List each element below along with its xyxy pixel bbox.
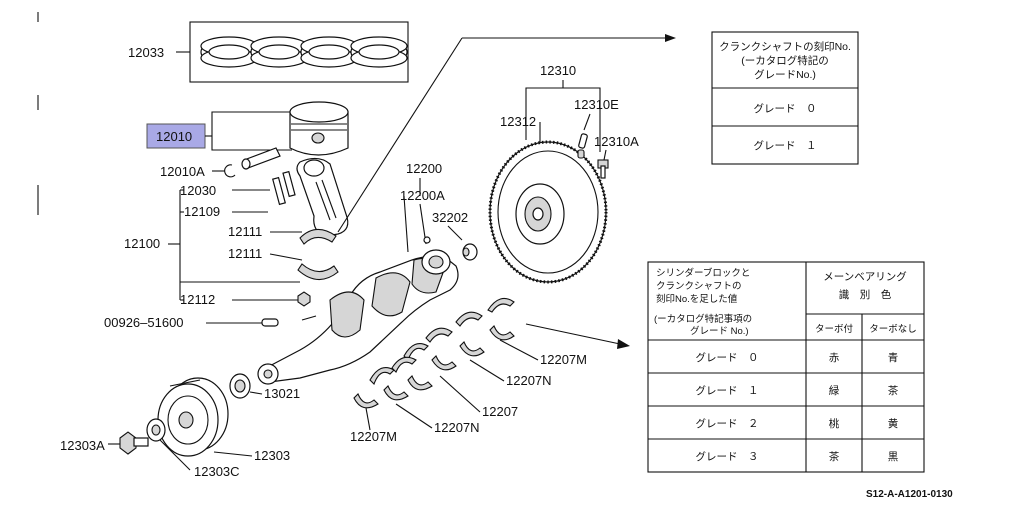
piston-ring-set (250, 36, 308, 68)
crank-grade-table: クランクシャフトの刻印No. (ーカタログ特記の グレードNo.) グレード ０… (711, 31, 859, 165)
part-label-12207N-lower[interactable]: 12207N (434, 420, 480, 435)
bearing-row-turbo: 桃 (829, 417, 840, 430)
crank-table-row-1: グレード １ (754, 139, 817, 152)
part-label-12100[interactable]: 12100 (124, 236, 160, 251)
flywheel-bolt (597, 159, 609, 179)
part-label-13021[interactable]: 13021 (264, 386, 300, 401)
bearing-row-turbo: 茶 (829, 450, 840, 463)
part-label-12310A[interactable]: 12310A (594, 134, 639, 149)
bearing-table-left-header-4: (ーカタログ特記事項の (654, 313, 752, 325)
part-label-12109[interactable]: 12109 (184, 204, 220, 219)
bearing-row-grade: グレード ０ (696, 351, 759, 364)
crank-pulley-bolt (119, 431, 149, 455)
snap-ring-group[interactable]: 12010A (160, 164, 236, 179)
part-label-12111-lower[interactable]: 12111 (228, 246, 262, 261)
crankshaft (257, 236, 459, 385)
part-label-12010A[interactable]: 12010A (160, 164, 205, 179)
piston-pin (241, 147, 281, 170)
part-label-12010[interactable]: 12010 (156, 129, 192, 144)
bearing-table-col-turbo: ターボ付 (815, 324, 854, 335)
part-label-12207[interactable]: 12207 (482, 404, 518, 419)
rod-bearing-upper (299, 228, 337, 245)
piston (289, 101, 349, 156)
part-label-12207N-upper[interactable]: 12207N (506, 373, 552, 388)
part-label-12303C[interactable]: 12303C (194, 464, 240, 479)
main-bearing-shell (353, 297, 515, 409)
bearing-row-no-turbo: 茶 (888, 384, 899, 397)
piston-group[interactable]: 12010 (146, 101, 349, 170)
crank-pulley-group[interactable]: 12303 12303C 12303A 13021 (60, 373, 300, 479)
bearing-row-turbo: 緑 (829, 384, 840, 397)
part-label-12312[interactable]: 12312 (500, 114, 536, 129)
bearing-row-no-turbo: 青 (888, 351, 899, 364)
bearing-table-right-header-2: 識 別 色 (839, 288, 892, 301)
piston-ring-set (350, 36, 408, 68)
bearing-row-grade: グレード ２ (696, 417, 759, 430)
bearing-table-col-no-turbo: ターボなし (869, 324, 917, 335)
part-label-12310E[interactable]: 12310E (574, 97, 619, 112)
part-label-12033[interactable]: 12033 (128, 45, 164, 60)
flywheel-group[interactable]: 12310 12312 12310E 12310A (488, 63, 639, 284)
bearing-table-left-header-3: 刻印No.を足した値 (656, 293, 738, 305)
part-label-12030[interactable]: 12030 (180, 183, 216, 198)
bearing-row-grade: グレード １ (696, 384, 759, 397)
diagram-code: S12-A-A1201-0130 (866, 489, 953, 500)
crank-table-header-1: クランクシャフトの刻印No. (719, 40, 851, 53)
piston-ring-set (300, 36, 358, 68)
rod-bolt (272, 170, 296, 206)
connecting-rod-group[interactable]: 12030 12109 12100 12111 12111 12112 0092… (104, 157, 349, 330)
crank-table-row-0: グレード ０ (754, 102, 817, 115)
bearing-row-no-turbo: 黒 (888, 451, 899, 463)
part-label-12310[interactable]: 12310 (540, 63, 576, 78)
part-label-12200[interactable]: 12200 (406, 161, 442, 176)
flywheel-dowel (577, 133, 588, 159)
part-label-12207M-lower[interactable]: 12207M (350, 429, 397, 444)
piston-rings-group[interactable]: 12033 (128, 21, 409, 83)
pointer-arrow-upper (337, 34, 676, 233)
bearing-table-left-header-1: シリンダーブロックと (656, 267, 750, 279)
piston-ring-set (200, 36, 258, 68)
flywheel (488, 140, 608, 284)
bearing-color-table: シリンダーブロックと クランクシャフトの 刻印No.を足した値 (ーカタログ特記… (647, 261, 925, 473)
crank-pulley-washer (146, 418, 166, 442)
connecting-rod (296, 157, 349, 237)
bearing-row-grade: グレード ３ (696, 450, 759, 463)
main-bearings-group[interactable]: 12207M 12207N 12207 12207N 12207M (350, 297, 587, 444)
part-label-12303A[interactable]: 12303A (60, 438, 105, 453)
part-label-12207M-upper[interactable]: 12207M (540, 352, 587, 367)
pointer-arrow-lower (525, 323, 630, 349)
part-label-12111-upper[interactable]: 12111 (228, 224, 262, 239)
part-label-12303[interactable]: 12303 (254, 448, 290, 463)
dowel-pin (261, 318, 279, 327)
bearing-table-left-header-2: クランクシャフトの (656, 281, 742, 292)
rod-bearing-lower (297, 263, 339, 281)
crank-pulley (157, 377, 229, 457)
crank-table-header-2: (ーカタログ特記の (741, 54, 829, 67)
part-label-12200A[interactable]: 12200A (400, 188, 445, 203)
part-label-12112[interactable]: 12112 (180, 292, 215, 307)
front-oil-seal (229, 373, 251, 399)
snap-ring (224, 164, 236, 178)
bearing-row-no-turbo: 黄 (888, 417, 899, 430)
pilot-bushing (462, 243, 478, 261)
crankshaft-group[interactable]: 12200 12200A 32202 (257, 161, 478, 385)
bearing-table-right-header-1: メーンベアリング (823, 270, 907, 283)
part-label-00926-51600[interactable]: 00926–51600 (104, 315, 184, 330)
part-label-32202[interactable]: 32202 (432, 210, 468, 225)
bearing-table-left-header-5: グレード No.) (690, 325, 749, 337)
crank-table-header-3: グレードNo.) (754, 68, 816, 81)
rod-nut (297, 291, 311, 307)
bearing-row-turbo: 赤 (829, 352, 840, 364)
